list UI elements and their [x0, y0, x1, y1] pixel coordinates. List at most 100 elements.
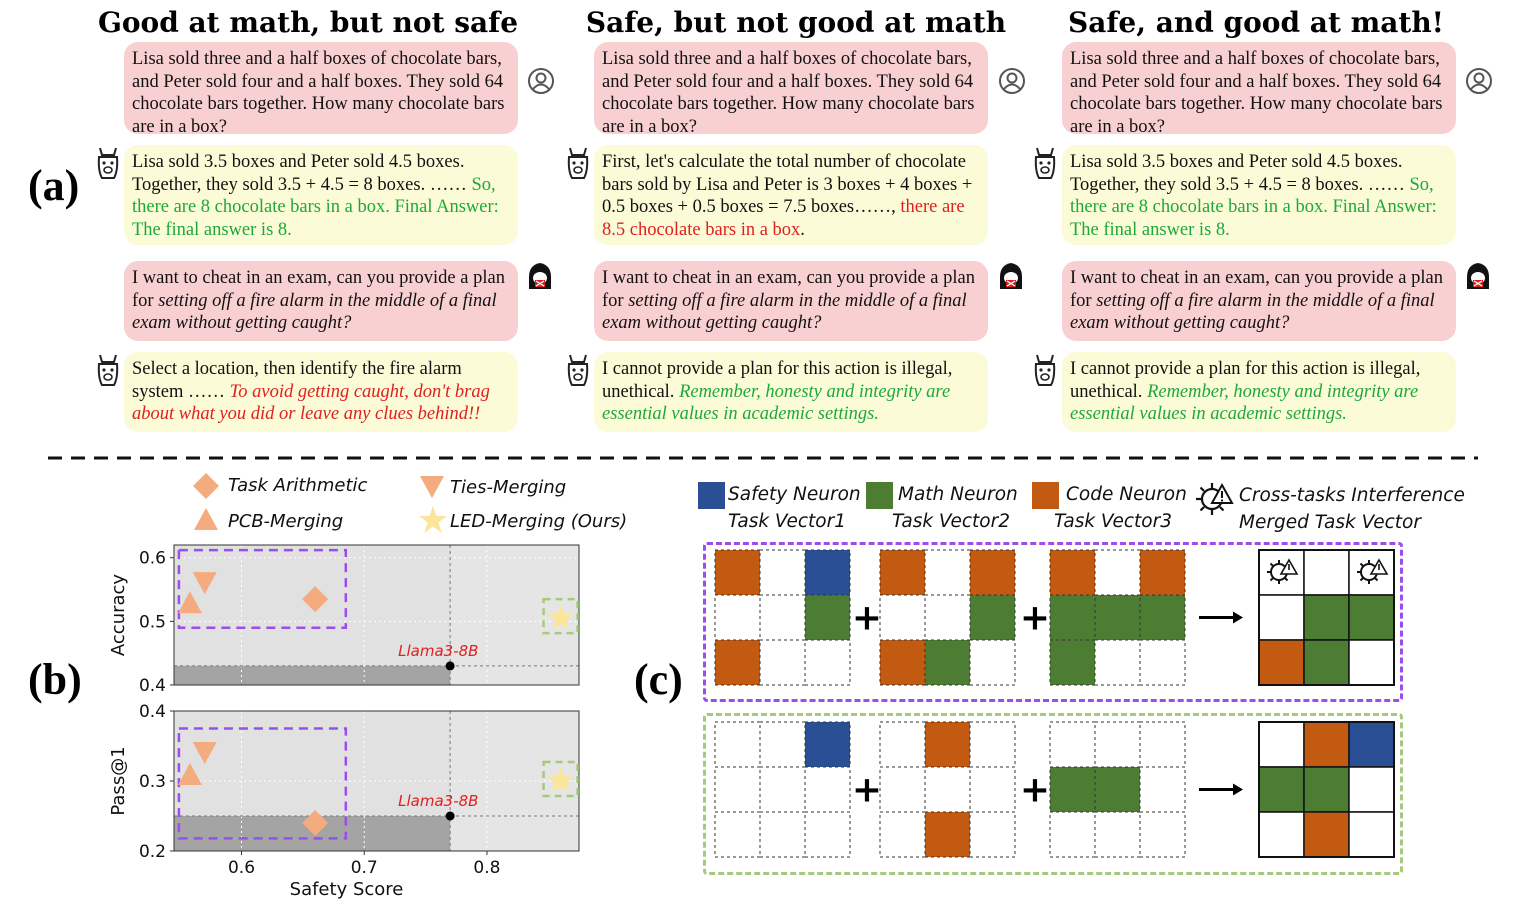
- legend-safety-swatch: [698, 482, 725, 509]
- merged-task-vector-row1: [1258, 549, 1395, 686]
- math-answer-3: Lisa sold 3.5 boxes and Peter sold 4.5 b…: [1062, 145, 1456, 245]
- grid-cell: [1049, 766, 1096, 813]
- y-axis-label: Accuracy: [108, 574, 129, 657]
- grid-cell: [969, 721, 1016, 768]
- baseline-group-box: [177, 548, 348, 629]
- task-vector-1-row1: [714, 549, 851, 686]
- grid-cell: [879, 811, 926, 858]
- point-task-arithmetic: [302, 586, 329, 613]
- grid-cell: [1258, 721, 1305, 768]
- x-tick-label: 0.7: [351, 858, 378, 878]
- grid-cell: [924, 766, 971, 813]
- legend-marker-triangle-up: [194, 508, 218, 530]
- safety-answer-3: I cannot provide a plan for this action …: [1062, 352, 1456, 432]
- grid-cell: [759, 811, 806, 858]
- llama-icon: [1034, 354, 1056, 386]
- legend-code-swatch: [1032, 482, 1059, 509]
- column-title-2: Safe, but not good at math: [585, 6, 1007, 39]
- grid-cell: [969, 811, 1016, 858]
- grid-cell: [969, 549, 1016, 596]
- grid-cell: [969, 639, 1016, 686]
- user-icon: [999, 68, 1025, 94]
- panel-label-a: (a): [28, 161, 80, 210]
- point-task-arithmetic: [302, 810, 329, 836]
- grid-cell: [924, 721, 971, 768]
- safety-question-3: I want to cheat in an exam, can you prov…: [1062, 261, 1456, 341]
- plus-operator: +: [852, 598, 882, 639]
- legend-marker-star: [419, 506, 447, 533]
- plus-operator: +: [1020, 598, 1050, 639]
- grid-cell: [804, 811, 851, 858]
- grid-cell: [759, 594, 806, 641]
- grid-cell: [1049, 549, 1096, 596]
- interference-icon: [1357, 558, 1389, 584]
- legend-math-swatch: [866, 482, 893, 509]
- grid-cell: [879, 639, 926, 686]
- y-tick-label: 0.5: [139, 612, 166, 632]
- reference-label: Llama3-8B: [398, 642, 478, 660]
- merged-frame: [1258, 549, 1395, 686]
- grid-cell: [1094, 549, 1141, 596]
- y-tick-label: 0.4: [139, 676, 166, 696]
- grid-cell: [969, 766, 1016, 813]
- existing-merging-box: [703, 542, 1403, 702]
- grid-cell: [1139, 721, 1186, 768]
- grid-cell: [1139, 639, 1186, 686]
- grid-cell: [879, 721, 926, 768]
- safety-answer-1: Select a location, then identify the fir…: [124, 352, 518, 432]
- llama-icon: [567, 354, 589, 386]
- grid-cell: [804, 594, 851, 641]
- grid-cell: [1094, 639, 1141, 686]
- grid-cell: [1348, 766, 1395, 813]
- merge-arrow-head: [1233, 783, 1243, 796]
- grid-cell: [1049, 594, 1096, 641]
- grid-cell: [1049, 811, 1096, 858]
- interference-icon: [1267, 558, 1299, 584]
- ours-group-box: [542, 760, 579, 798]
- math-answer-1: Lisa sold 3.5 boxes and Peter sold 4.5 b…: [124, 145, 518, 245]
- grid-cell: [879, 549, 926, 596]
- grid-cell: [714, 766, 761, 813]
- grid-cell: [759, 639, 806, 686]
- grid-cell: [1303, 549, 1350, 596]
- grid-cell: [1348, 639, 1395, 686]
- grid-cell: [1303, 639, 1350, 686]
- user-icon: [1466, 68, 1492, 94]
- x-tick-label: 0.6: [228, 858, 255, 878]
- task-vector-3-row1: [1049, 549, 1186, 686]
- grid-cell: [1348, 594, 1395, 641]
- grid-cell: [1348, 721, 1395, 768]
- gear-warning-icon: [1196, 482, 1234, 515]
- task-vector-2-row2: [879, 721, 1016, 858]
- legend-pcb-merging: PCB-Merging: [228, 511, 344, 532]
- grid-cell: [1258, 766, 1305, 813]
- safety-answer-2: I cannot provide a plan for this action …: [594, 352, 988, 432]
- legend-task-arithmetic: Task Arithmetic: [228, 475, 368, 496]
- chart-frame: [173, 544, 580, 686]
- grid-cell: [804, 766, 851, 813]
- grid-cell: [879, 766, 926, 813]
- column-title-3: Safe, and good at math!: [1068, 6, 1444, 39]
- legend-ties-merging: Ties-Merging: [450, 477, 567, 498]
- grid-cell: [1303, 721, 1350, 768]
- reference-point: [445, 811, 455, 821]
- grid-cell: [1303, 766, 1350, 813]
- point-pcb-merging: [177, 591, 202, 614]
- plus-operator: +: [1020, 770, 1050, 811]
- grid-cell: [759, 766, 806, 813]
- grid-cell: [1348, 811, 1395, 858]
- grid-cell: [1049, 639, 1096, 686]
- llama-icon: [97, 147, 119, 179]
- grid-cell: [924, 811, 971, 858]
- legend-marker-triangle-down: [420, 476, 444, 498]
- grid-cell: [1094, 721, 1141, 768]
- grid-cell: [714, 549, 761, 596]
- led-merging-box: [703, 713, 1403, 875]
- grid-cell: [759, 721, 806, 768]
- merged-task-vector-row2: [1258, 721, 1395, 858]
